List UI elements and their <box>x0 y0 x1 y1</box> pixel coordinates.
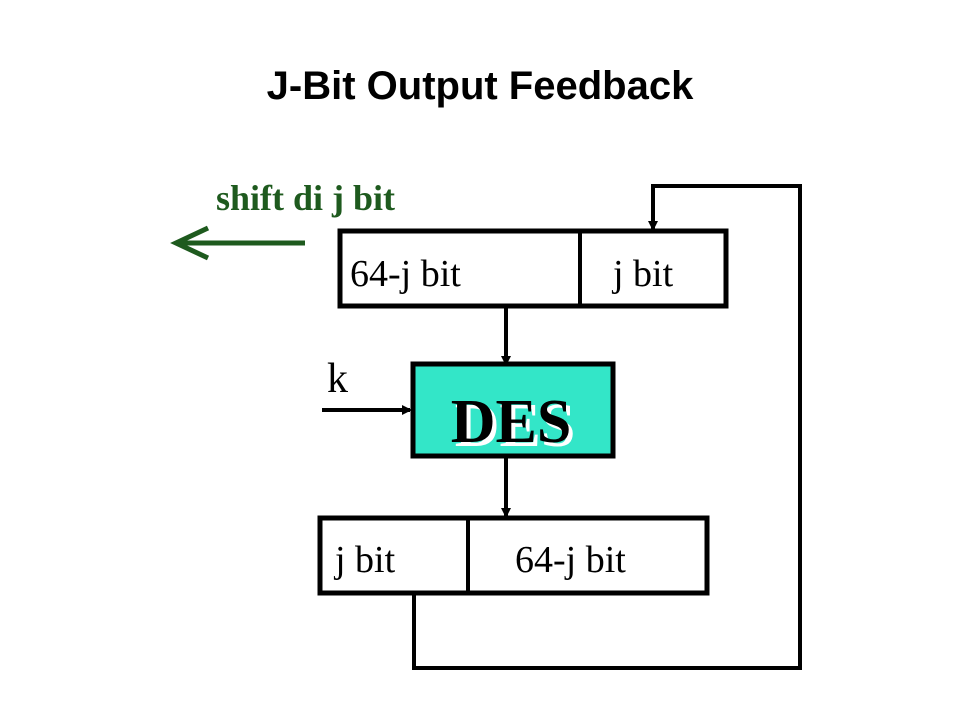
top-register-right-cell: j bit <box>611 253 674 295</box>
key-label: k <box>327 356 348 402</box>
des-block: DES DES <box>410 361 616 460</box>
top-register-left-cell: 64-j bit <box>350 253 461 295</box>
bottom-register-left-cell: j bit <box>333 539 396 581</box>
feedback-loop-path <box>412 184 802 670</box>
des-label-shadow: DES <box>455 392 576 460</box>
bottom-register-right-cell: 64-j bit <box>515 539 626 581</box>
des-label: DES <box>451 388 572 456</box>
page-title: J-Bit Output Feedback <box>266 64 694 108</box>
top-register: 64-j bit j bit <box>337 228 729 309</box>
bottom-register: j bit 64-j bit <box>317 515 710 596</box>
shift-left-arrow <box>170 225 305 261</box>
shift-label: shift di j bit <box>216 178 395 218</box>
